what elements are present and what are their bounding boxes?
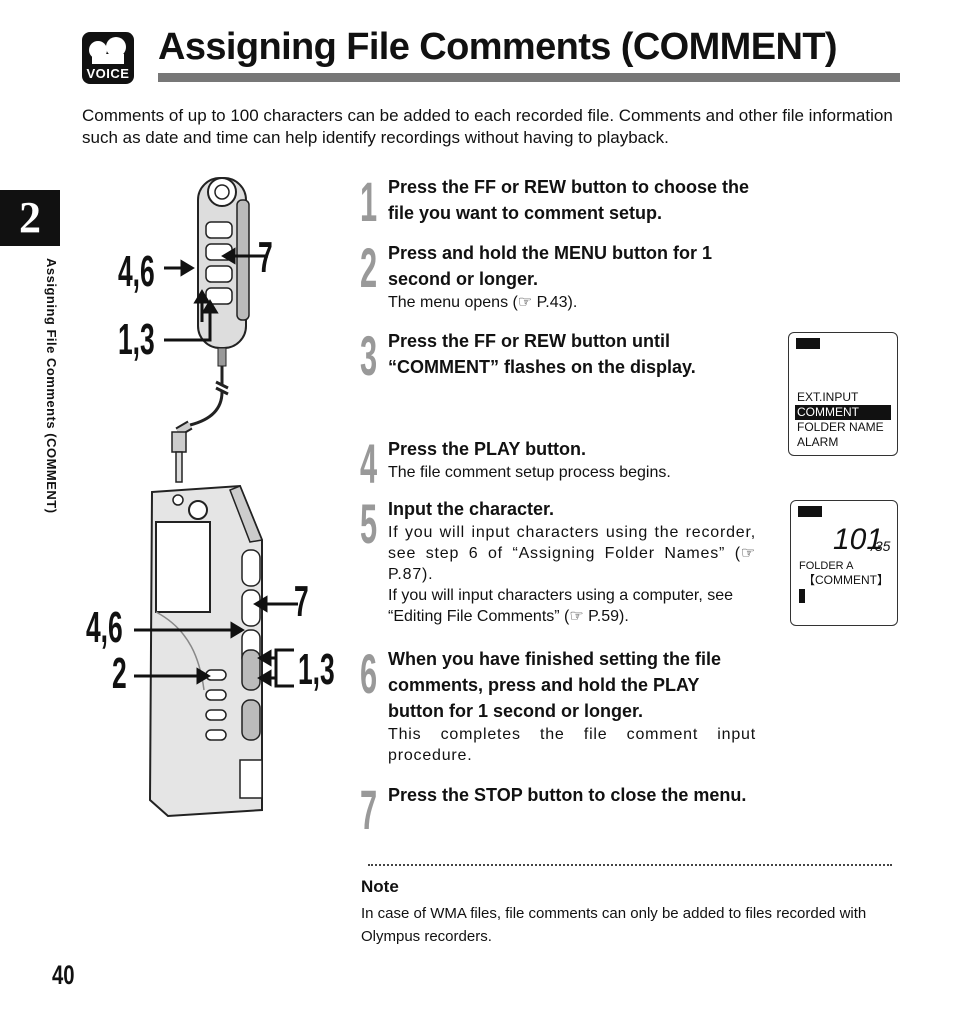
lcd-menu-display: EXT.INPUT COMMENT FOLDER NAME ALARM (788, 332, 898, 456)
step-number: 6 (360, 642, 378, 705)
page-number: 40 (52, 960, 75, 990)
step-number: 5 (360, 492, 378, 555)
step-3: 3 Press the FF or REW button until “COMM… (360, 328, 756, 388)
title-underline (158, 73, 900, 82)
step-2: 2 Press and hold the MENU button for 1 s… (360, 240, 756, 316)
step-description: This completes the file comment input pr… (388, 726, 756, 764)
step-heading: When you have finished setting the file … (388, 649, 722, 721)
lcd-comment-display: 101 /35 FOLDER A 【COMMENT】 (790, 500, 898, 626)
step-heading: Press and hold the MENU button for 1 sec… (388, 243, 713, 289)
step-heading: Press the FF or REW button to choose the… (388, 177, 750, 223)
callout-recorder-1-3: 1,3 (298, 645, 335, 694)
voice-speaker-icon (89, 37, 126, 64)
step-heading: Press the STOP button to close the menu. (388, 785, 747, 805)
step-description: The menu opens (☞ P.43). (388, 294, 578, 311)
step-7: 7 Press the STOP button to close the men… (360, 782, 756, 838)
step-number: 7 (360, 778, 378, 841)
step-5: 5 Input the character. If you will input… (360, 496, 756, 636)
callout-remote-7: 7 (258, 233, 273, 282)
intro-text: Comments of up to 100 characters can be … (82, 106, 893, 147)
step-description-computer: If you will input characters using a com… (388, 587, 734, 625)
lcd-file-counter: 101 (833, 523, 884, 556)
lcd-menu-item: EXT.INPUT (797, 390, 859, 404)
lcd-comment-label: 【COMMENT】 (803, 573, 889, 587)
lcd-folder-name: FOLDER A (799, 560, 854, 572)
step-number: 2 (360, 236, 378, 299)
lcd-menu-item-selected: COMMENT (795, 405, 891, 420)
step-4: 4 Press the PLAY button. The file commen… (360, 436, 756, 492)
step-heading: Input the character. (388, 499, 555, 519)
callout-remote-4-6: 4,6 (118, 247, 155, 296)
lcd-file-total: /35 (871, 538, 891, 554)
lcd-menu-item: ALARM (797, 435, 839, 449)
callout-recorder-4-6: 4,6 (86, 603, 123, 652)
step-1: 1 Press the FF or REW button to choose t… (360, 174, 756, 230)
step-number: 4 (360, 432, 378, 495)
callout-arrows (134, 247, 298, 688)
page-title: Assigning File Comments (COMMENT) (158, 26, 838, 68)
chapter-side-label: Assigning File Comments (COMMENT) (44, 258, 59, 514)
step-heading: Press the FF or REW button until “COMMEN… (388, 331, 696, 377)
recorder-illustration (134, 177, 298, 818)
lcd-menu-item: FOLDER NAME (797, 420, 884, 434)
step-6: 6 When you have finished setting the fil… (360, 646, 756, 770)
callout-recorder-2: 2 (112, 649, 127, 698)
note-text: In case of WMA files, file comments can … (361, 905, 867, 945)
callout-recorder-7: 7 (294, 577, 309, 626)
step-heading: Press the PLAY button. (388, 439, 587, 459)
step-number: 3 (360, 324, 378, 387)
voice-badge-label: VOICE (86, 66, 130, 81)
note-divider (368, 864, 892, 866)
battery-icon (796, 338, 820, 349)
chapter-tab: 2 (0, 190, 60, 246)
lcd-cursor (799, 589, 805, 603)
step-description: The file comment setup process begins. (388, 464, 671, 481)
step-number: 1 (360, 170, 378, 233)
step-description: If you will input characters using the r… (388, 524, 756, 583)
callout-remote-1-3: 1,3 (118, 315, 155, 364)
battery-icon (798, 506, 822, 517)
voice-badge: VOICE (82, 32, 134, 84)
note-title: Note (361, 877, 399, 896)
remote-control-illustration (171, 177, 250, 483)
voice-recorder-illustration (148, 484, 264, 818)
